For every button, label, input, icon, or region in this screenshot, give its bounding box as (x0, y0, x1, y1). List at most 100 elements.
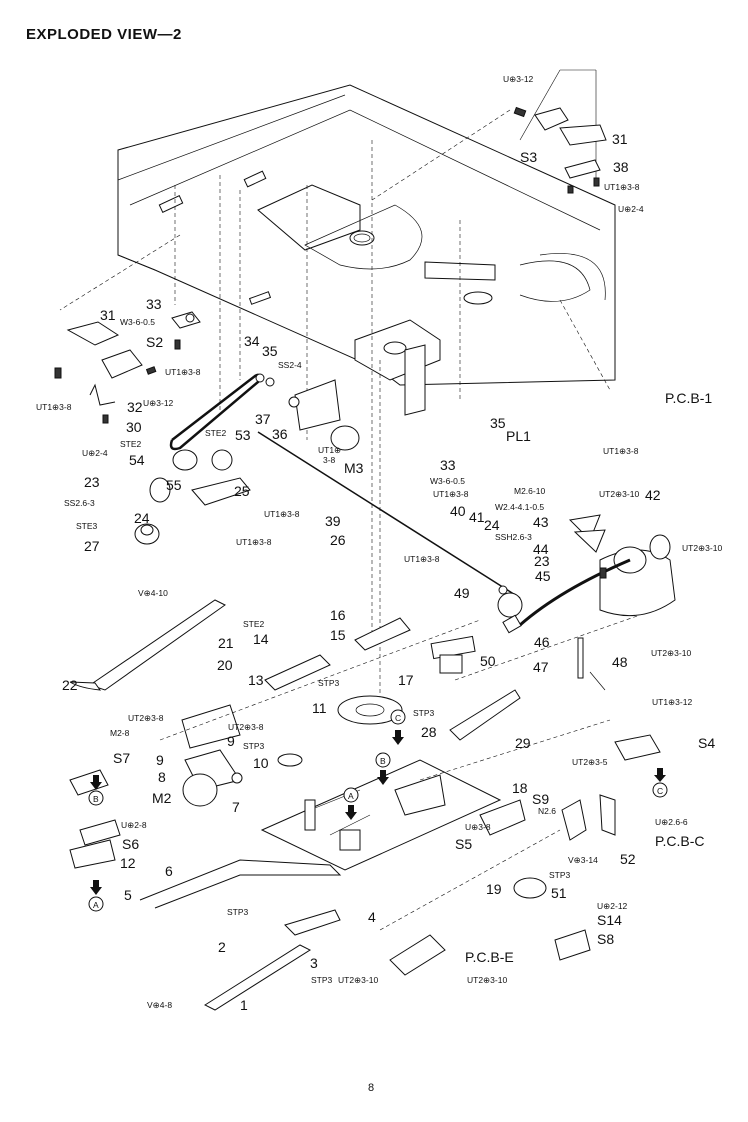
label-52: 52 (620, 851, 636, 867)
label-27: 27 (84, 538, 100, 554)
label-ut1-3-8-a: UT1⊕3-8 (165, 367, 201, 377)
label-19: 19 (486, 881, 502, 897)
label-12: 12 (120, 855, 136, 871)
label-20: 20 (217, 657, 233, 673)
label-ut2-3-10-e: UT2⊕3-10 (467, 975, 507, 985)
label-ssh26-3: SSH2.6-3 (495, 532, 532, 542)
label-stp3-c: STP3 (243, 741, 265, 751)
switch-s3-assembly (513, 69, 607, 194)
label-16: 16 (330, 607, 346, 623)
label-m3: M3 (344, 460, 364, 476)
label-1: 1 (240, 997, 248, 1013)
label-22: 22 (62, 677, 78, 693)
label-stp3-a: STP3 (318, 678, 340, 688)
label-stp3-e: STP3 (549, 870, 571, 880)
label-s5: S5 (455, 836, 472, 852)
page-number: 8 (368, 1082, 375, 1094)
label-41: 41 (469, 509, 485, 525)
label-32: 32 (127, 399, 143, 415)
reference-markers (88, 709, 668, 912)
label-24-mid: 24 (484, 517, 500, 533)
label-17: 17 (398, 672, 414, 688)
label-13: 13 (248, 672, 264, 688)
label-18: 18 (512, 780, 528, 796)
label-ut2-3-10-b: UT2⊕3-10 (682, 543, 722, 553)
label-s14: S14 (597, 912, 622, 928)
label-2: 2 (218, 939, 226, 955)
label-v4-10: V⊕4-10 (138, 588, 168, 598)
label-44: 44 (533, 541, 549, 557)
label-pl1: PL1 (506, 428, 531, 444)
label-ut2-3-8-a: UT2⊕3-8 (128, 713, 164, 723)
label-49: 49 (454, 585, 470, 601)
label-pcb1: P.C.B-1 (665, 390, 712, 406)
label-s7: S7 (113, 750, 130, 766)
label-35-a: 35 (262, 343, 278, 359)
label-43: 43 (533, 514, 549, 530)
label-29: 29 (515, 735, 531, 751)
marker-a-center: A (348, 791, 354, 801)
label-30: 30 (126, 419, 142, 435)
label-10: 10 (253, 755, 269, 771)
label-9-a: 9 (156, 752, 164, 768)
label-u2-4-top: U⊕2-4 (618, 204, 644, 214)
label-48: 48 (612, 654, 628, 670)
label-45: 45 (535, 568, 551, 584)
label-ste3: STE3 (76, 521, 98, 531)
label-ss2-4: SS2-4 (278, 360, 302, 370)
label-ut2-3-5: UT2⊕3-5 (572, 757, 608, 767)
label-31-top: 31 (612, 131, 628, 147)
marker-c-center: C (395, 713, 401, 723)
label-21: 21 (218, 635, 234, 651)
label-s2: S2 (146, 334, 163, 350)
label-u3-12-top: U⊕3-12 (503, 74, 534, 84)
label-ut2-3-10-d: UT2⊕3-10 (338, 975, 378, 985)
label-n26: N2.6 (538, 806, 556, 816)
label-ut1-3-8-pcb: UT1⊕3-8 (603, 446, 639, 456)
label-ut1-3-8-b: UT1⊕3-8 (36, 402, 72, 412)
label-u26-6: U⊕2.6-6 (655, 817, 688, 827)
label-46: 46 (534, 634, 550, 650)
label-ss26-3: SS2.6-3 (64, 498, 95, 508)
label-8: 8 (158, 769, 166, 785)
label-51: 51 (551, 885, 567, 901)
label-pcbc: P.C.B-C (655, 833, 705, 849)
label-u2-8: U⊕2-8 (121, 820, 147, 830)
label-m2-8: M2-8 (110, 728, 130, 738)
label-25: 25 (234, 483, 250, 499)
label-4: 4 (368, 909, 376, 925)
label-26: 26 (330, 532, 346, 548)
label-ut1-3-8-top: UT1⊕3-8 (604, 182, 640, 192)
tonearm-assembly (430, 514, 676, 691)
label-ut1-3-8-f: UT1⊕3-8 (404, 554, 440, 564)
label-ut1-m3b: 3-8 (323, 455, 336, 465)
label-28: 28 (421, 724, 437, 740)
label-11: 11 (312, 700, 327, 716)
motor-m3-drive (134, 373, 523, 618)
label-u2-12: U⊕2-12 (597, 901, 628, 911)
switch-s2-assembly (54, 311, 201, 424)
label-34: 34 (244, 333, 260, 349)
label-6: 6 (165, 863, 173, 879)
label-47: 47 (533, 659, 549, 675)
label-w3-6-05-left: W3-6-0.5 (120, 317, 155, 327)
label-40: 40 (450, 503, 466, 519)
label-m26-10: M2.6-10 (514, 486, 545, 496)
label-stp3-b: STP3 (413, 708, 435, 718)
label-36: 36 (272, 426, 288, 442)
label-ut1-3-8-d: UT1⊕3-8 (236, 537, 272, 547)
label-s9: S9 (532, 791, 549, 807)
label-s8: S8 (597, 931, 614, 947)
label-53: 53 (235, 427, 251, 443)
label-ut2-3-10-c: UT2⊕3-10 (651, 648, 691, 658)
label-u3-8: U⊕3-8 (465, 822, 491, 832)
lever-assembly (69, 599, 521, 807)
label-m2: M2 (152, 790, 172, 806)
label-37: 37 (255, 411, 271, 427)
label-s6: S6 (122, 836, 139, 852)
label-33-left: 33 (146, 296, 162, 312)
label-50: 50 (480, 653, 496, 669)
label-42: 42 (645, 487, 661, 503)
label-v4-8: V⊕4-8 (147, 1000, 172, 1010)
